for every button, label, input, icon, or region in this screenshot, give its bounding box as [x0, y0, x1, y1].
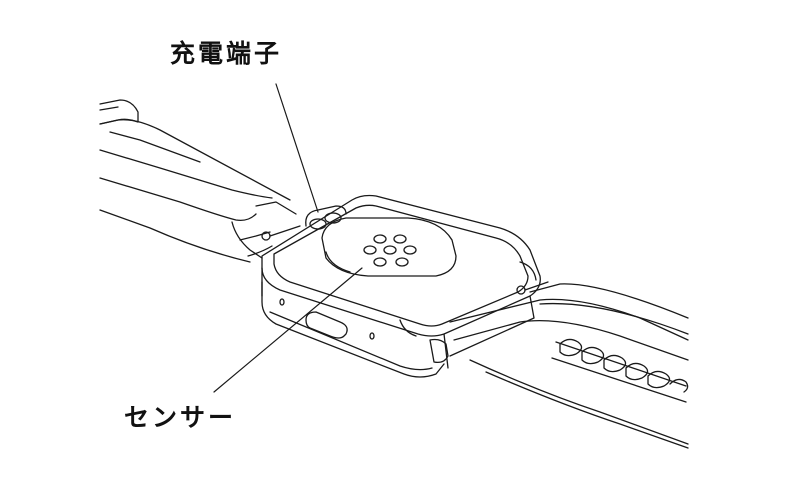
- side-button-icon: [305, 311, 348, 339]
- strap-holes: [551, 338, 689, 403]
- mic-hole-icon: [279, 298, 285, 306]
- left-strap: [99, 99, 297, 263]
- leader-line-sensor: [213, 267, 363, 393]
- leader-line-charging: [275, 83, 319, 213]
- sensor-leds: [363, 234, 417, 267]
- sensor-pad: [321, 217, 457, 277]
- watch-case: [261, 194, 541, 378]
- speaker-hole-icon: [369, 332, 375, 340]
- right-strap: [449, 281, 689, 449]
- label-sensor: センサー: [124, 403, 237, 432]
- charging-terminal: [261, 205, 347, 241]
- crown-icon: [429, 338, 449, 364]
- label-charging-terminal: 充電端子: [170, 39, 283, 68]
